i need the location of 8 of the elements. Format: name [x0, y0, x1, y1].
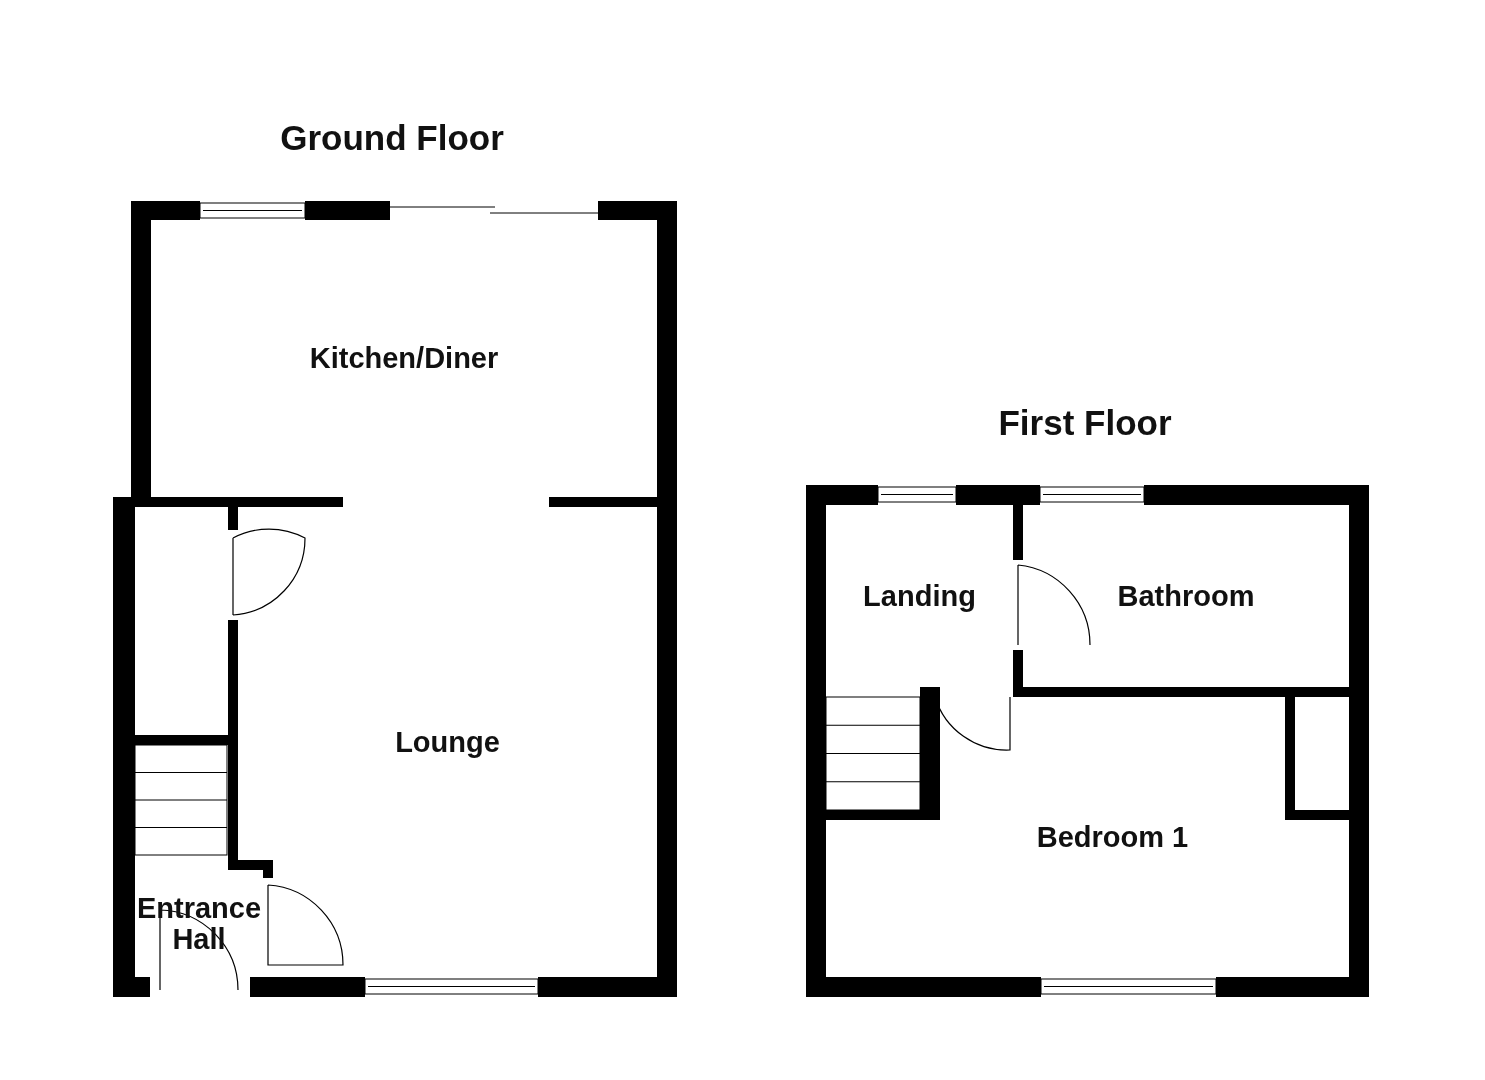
floor-heading: First Floor [998, 403, 1172, 443]
floor-heading: Ground Floor [280, 118, 504, 158]
room-label: Landing [863, 580, 976, 612]
room-label: Kitchen/Diner [309, 343, 499, 374]
room-label: Lounge [395, 726, 500, 758]
room-label: Bathroom [1117, 580, 1255, 612]
room-label: Entrance Hall [135, 893, 263, 954]
room-label: Bedroom 1 [1036, 821, 1189, 853]
